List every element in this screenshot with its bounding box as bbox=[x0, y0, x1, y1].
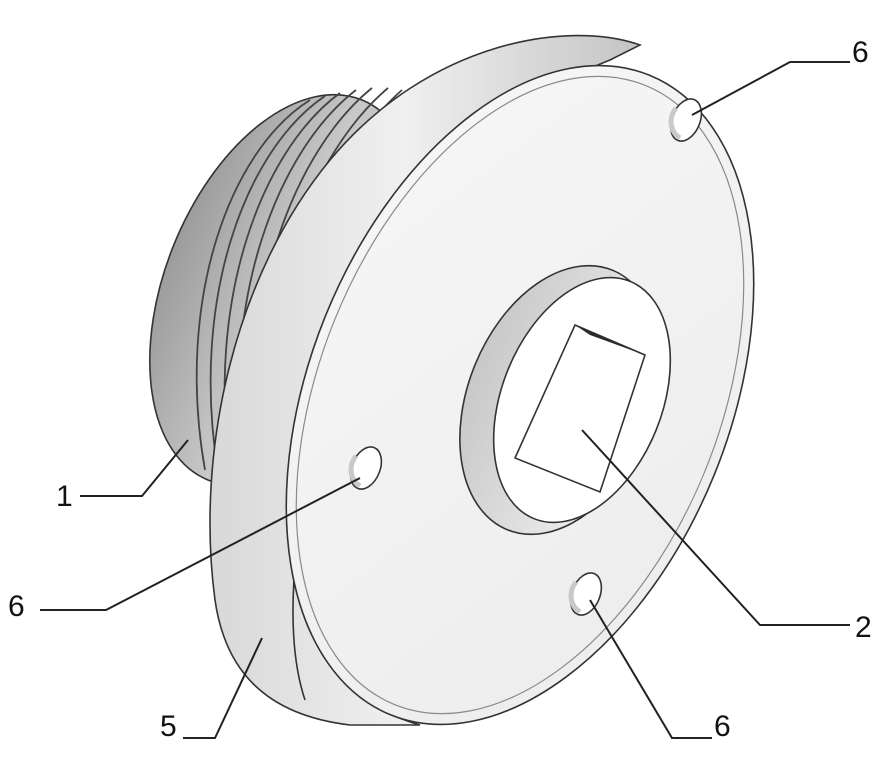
leader-square-hole bbox=[581, 429, 850, 626]
hole-top bbox=[668, 98, 703, 142]
square-hole bbox=[513, 323, 646, 494]
leader-hole-left bbox=[40, 477, 361, 611]
leader-lines bbox=[40, 61, 850, 739]
callout-hole-bottom: 6 bbox=[714, 710, 731, 743]
mounting-holes bbox=[348, 98, 703, 616]
leader-thread bbox=[80, 439, 189, 497]
leader-hole-bottom bbox=[589, 599, 712, 739]
callout-hole-top: 6 bbox=[852, 36, 869, 69]
callout-hole-left: 6 bbox=[8, 590, 25, 623]
callout-square-hole: 2 bbox=[855, 611, 872, 644]
callout-flange-rim: 5 bbox=[160, 710, 177, 743]
callout-thread: 1 bbox=[56, 480, 73, 513]
leader-hole-top bbox=[691, 61, 850, 116]
callout-labels: 1 2 5 6 6 6 bbox=[8, 36, 872, 743]
leader-flange-rim bbox=[183, 637, 263, 739]
